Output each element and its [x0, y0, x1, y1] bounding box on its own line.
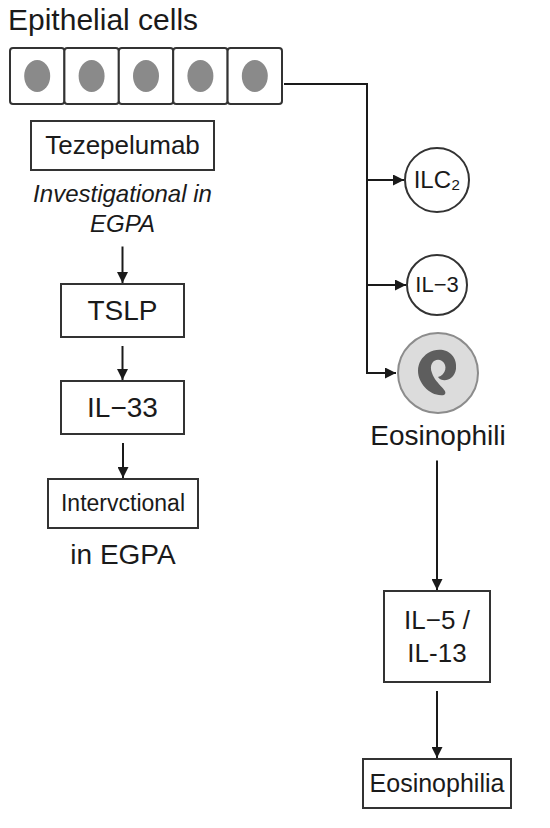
- cell-nucleus: [418, 350, 456, 395]
- process-box: IL−33: [60, 380, 185, 435]
- cell-nucleus: [133, 60, 159, 92]
- cell-body: [398, 333, 478, 413]
- box-label: IL−33: [60, 380, 185, 435]
- process-box: Eosinophilia: [362, 758, 512, 809]
- epithelial-cell: [10, 48, 64, 104]
- mediator-circle: ILC₂: [404, 147, 470, 213]
- box-label: Eosinophilia: [362, 758, 512, 809]
- epithelial-cell-strip: [8, 46, 284, 106]
- epithelial-cell: [173, 48, 227, 104]
- cell-nucleus: [242, 60, 268, 92]
- box-note: in EGPA: [47, 537, 199, 572]
- circle-label: IL−3: [415, 273, 458, 297]
- mediator-circle: IL−3: [406, 254, 468, 316]
- cell-label: Eosinophili: [358, 419, 518, 453]
- epithelial-cell: [119, 48, 173, 104]
- flow-arrow: [122, 346, 124, 380]
- drug-box: TezepelumabInvestigational in EGPA: [30, 120, 215, 239]
- flow-arrow: [436, 461, 438, 590]
- eosinophil-cell: Eosinophili: [358, 331, 518, 453]
- flow-arrow: [284, 84, 396, 373]
- process-box: TSLP: [60, 283, 185, 338]
- flow-arrow: [284, 84, 406, 285]
- box-label: TSLP: [60, 283, 185, 338]
- eosinophil-shape: [396, 331, 480, 415]
- circle-label: ILC₂: [414, 167, 461, 193]
- flow-arrow: [122, 443, 124, 478]
- cell-nucleus: [24, 60, 50, 92]
- flow-arrow: [284, 84, 404, 180]
- cell-nucleus: [79, 60, 105, 92]
- drug-box: Intervctional in EGPA: [47, 478, 199, 572]
- flow-arrow: [122, 247, 124, 284]
- cell-nucleus: [187, 60, 213, 92]
- band-heading: Epithelial cells: [8, 2, 284, 38]
- flow-arrow: [436, 691, 438, 758]
- box-note: Investigational in EGPA: [30, 179, 215, 239]
- epithelial-cell: [228, 48, 282, 104]
- process-box: IL−5 / IL-13: [383, 590, 491, 683]
- epithelial-cell: [64, 48, 118, 104]
- epithelium-band: Epithelial cells: [8, 2, 284, 106]
- box-label: IL−5 / IL-13: [383, 590, 491, 683]
- box-label: Tezepelumab: [30, 120, 215, 171]
- box-label: Intervctional: [47, 478, 199, 529]
